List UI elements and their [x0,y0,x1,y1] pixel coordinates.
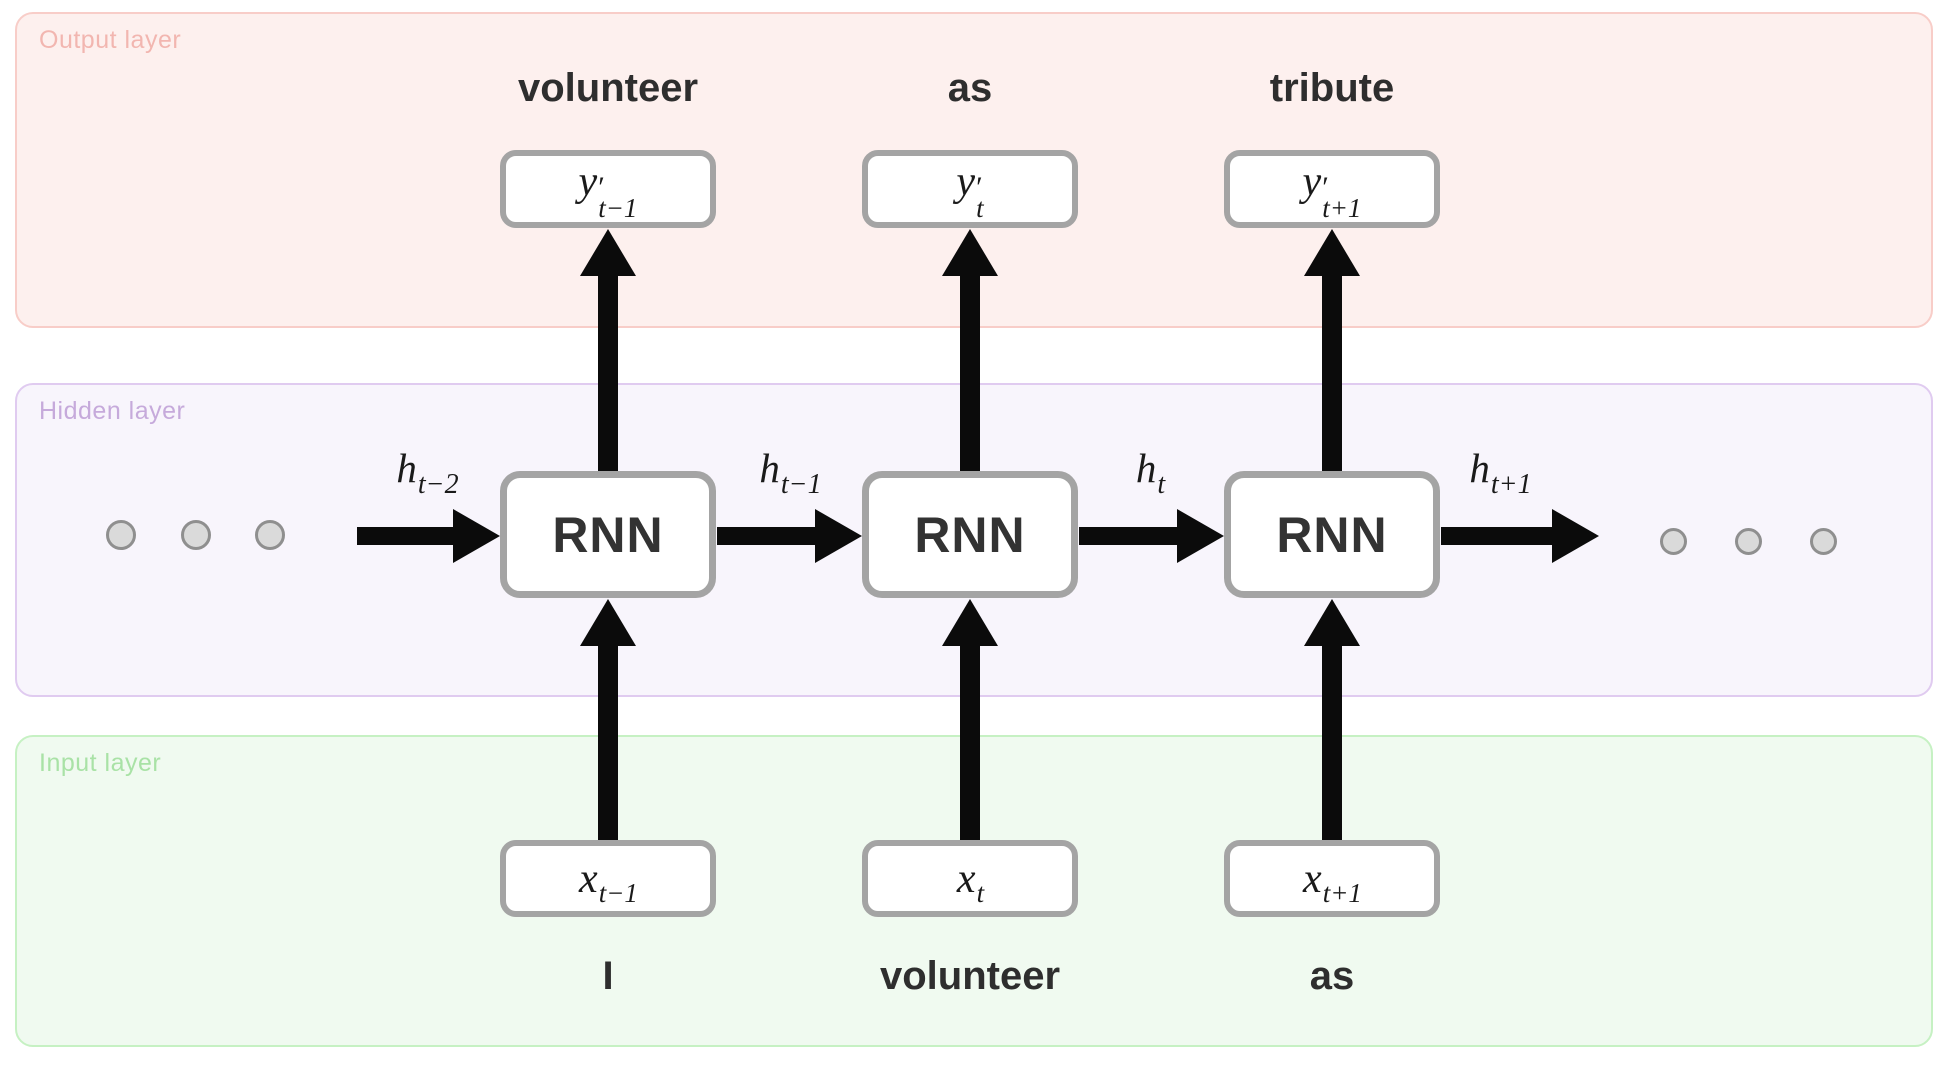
ellipsis-dot [181,520,211,550]
rnn-cell: RNN [862,471,1078,598]
input-arrow-head [942,599,998,646]
rnn-cell-label: RNN [914,506,1026,563]
rnn-cell-label: RNN [1276,506,1388,563]
recurrent-arrow-head [1552,509,1599,563]
predicted-word: volunteer [517,66,699,110]
recurrent-arrow-head [815,509,862,563]
output-node: y′t−1 [500,150,716,228]
ellipsis-dot [255,520,285,550]
hidden-state-label: ht−2 [396,445,459,500]
output-layer-label: Output layer [39,26,182,54]
ellipsis-dot [1810,528,1837,555]
output-arrow-shaft [1322,274,1342,473]
input-arrow-shaft [1322,644,1342,842]
output-arrow-shaft [598,274,618,473]
hidden-state-label: ht [1135,445,1166,500]
input-word: as [1309,954,1355,998]
hidden-layer-label: Hidden layer [39,397,186,425]
input-word: volunteer [879,954,1061,998]
ellipsis-dot [1735,528,1762,555]
input-node: xt [862,840,1078,917]
recurrent-arrow-head [453,509,500,563]
input-node: xt−1 [500,840,716,917]
output-arrow-head [580,229,636,276]
ellipsis-dot [106,520,136,550]
output-arrow-head [1304,229,1360,276]
output-node-label: y′t+1 [1302,158,1362,223]
input-arrow-shaft [598,644,618,842]
output-arrow-head [942,229,998,276]
recurrent-arrow-head [1177,509,1224,563]
output-arrow-shaft [960,274,980,473]
rnn-cell: RNN [1224,471,1440,598]
hidden-state-label: ht−1 [759,445,822,500]
output-node-label: y′t [956,158,984,223]
input-node: xt+1 [1224,840,1440,917]
output-node: y′t+1 [1224,150,1440,228]
hidden-state-label: ht+1 [1469,445,1532,500]
rnn-cell-label: RNN [552,506,664,563]
input-node-label: xt+1 [1303,855,1362,908]
predicted-word: tribute [1269,66,1395,110]
recurrent-arrow-shaft [357,527,453,545]
recurrent-arrow-shaft [1079,527,1177,545]
input-node-label: xt−1 [579,855,638,908]
input-arrow-head [580,599,636,646]
input-arrow-head [1304,599,1360,646]
input-arrow-shaft [960,644,980,842]
predicted-word: as [947,66,993,110]
output-node-label: y′t−1 [578,158,638,223]
ellipsis-dot [1660,528,1687,555]
input-node-label: xt [956,855,985,908]
output-node: y′t [862,150,1078,228]
rnn-cell: RNN [500,471,716,598]
input-word: I [602,954,614,998]
input-layer-label: Input layer [39,749,162,777]
recurrent-arrow-shaft [1441,527,1552,545]
recurrent-arrow-shaft [717,527,815,545]
